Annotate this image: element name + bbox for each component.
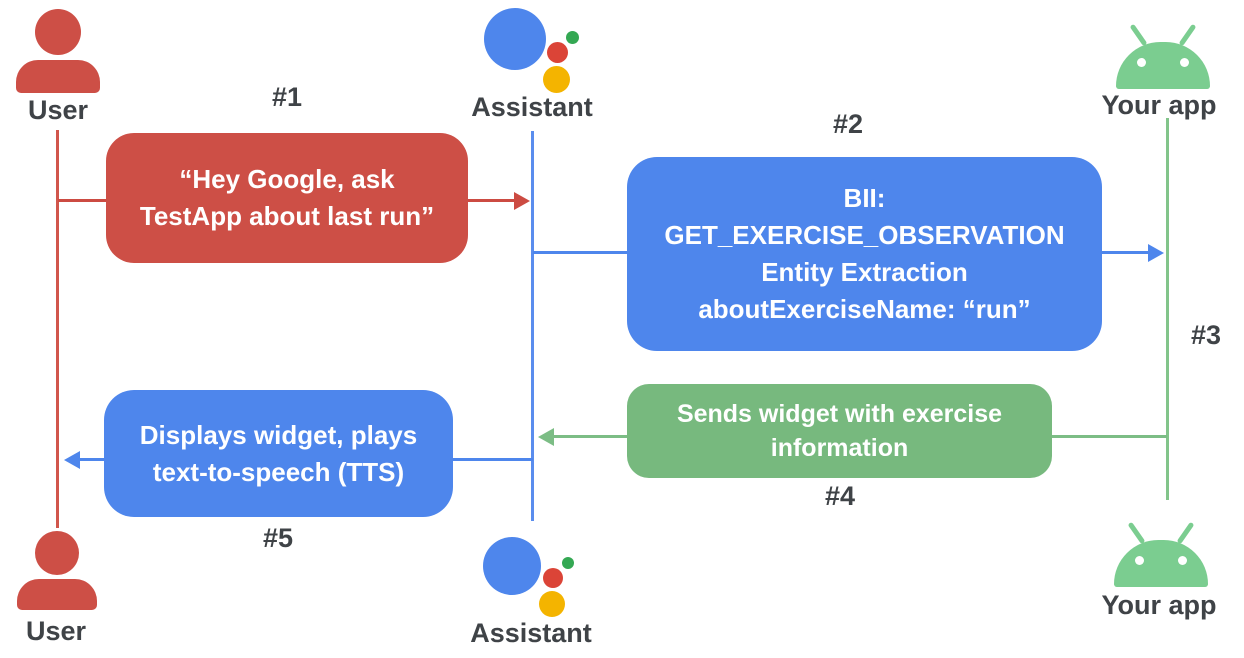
message-5-text: Displays widget, plays (139, 419, 418, 450)
assistant-red-dot-icon (547, 42, 568, 63)
step-label-4: #4 (824, 481, 856, 511)
message-2-bubble: BII: GET_EXERCISE_OBSERVATION Entity Ext… (627, 157, 1102, 351)
message-1-text: “Hey Google, ask (179, 164, 395, 194)
message-4-text: information (770, 434, 909, 462)
user-icon-body (16, 60, 100, 93)
actor-label-app-top: Your app (1101, 90, 1217, 120)
assistant-yellow-dot-icon (539, 591, 565, 617)
actor-label-user-top: User (27, 95, 89, 125)
actor-label-assistant-top: Assistant (471, 92, 593, 122)
arrow-left-icon (64, 451, 80, 469)
android-eye-icon (1178, 556, 1187, 565)
message-1-text: TestApp about last run” (139, 201, 435, 231)
step-label-3: #3 (1190, 320, 1222, 350)
android-antenna-icon (1129, 23, 1148, 47)
android-antenna-icon (1176, 521, 1195, 545)
step-label-2: #2 (832, 109, 864, 139)
message-2-text: Entity Extraction (761, 257, 968, 287)
assistant-green-dot-icon (562, 557, 574, 569)
user-icon-head (35, 531, 79, 575)
actor-label-user-bottom: User (25, 616, 87, 646)
user-icon (17, 531, 97, 610)
user-icon-head (35, 9, 81, 55)
assistant-yellow-dot-icon (543, 66, 570, 93)
android-head-icon (1114, 540, 1208, 587)
message-2-text: GET_EXERCISE_OBSERVATION (664, 220, 1065, 250)
arrow-right-icon (1148, 244, 1164, 262)
user-icon (16, 9, 100, 93)
step-label-1: #1 (271, 82, 303, 112)
android-head-icon (1116, 42, 1210, 89)
actor-label-assistant-bottom: Assistant (470, 618, 592, 648)
message-5-bubble: Displays widget, plays text-to-speech (T… (104, 390, 453, 517)
android-eye-icon (1180, 58, 1189, 67)
assistant-blue-dot-icon (484, 8, 546, 70)
arrow-right-icon (514, 192, 530, 210)
message-2-text: BII: (843, 183, 886, 213)
message-4-text: Sends widget with exercise (676, 400, 1003, 428)
user-icon-body (17, 579, 97, 610)
android-antenna-icon (1178, 23, 1197, 47)
android-icon (1116, 17, 1210, 89)
assistant-blue-dot-icon (483, 537, 541, 595)
assistant-red-dot-icon (543, 568, 563, 588)
assistant-lifeline (531, 131, 534, 521)
android-eye-icon (1137, 58, 1146, 67)
actor-label-app-bottom: Your app (1101, 590, 1217, 620)
assistant-icon (483, 537, 578, 622)
app-lifeline (1166, 118, 1169, 500)
assistant-green-dot-icon (566, 31, 579, 44)
android-eye-icon (1135, 556, 1144, 565)
android-icon (1114, 515, 1208, 587)
android-antenna-icon (1127, 521, 1146, 545)
user-lifeline (56, 130, 59, 528)
arrow-left-icon (538, 428, 554, 446)
message-1-bubble: “Hey Google, ask TestApp about last run” (106, 133, 468, 263)
assistant-icon (484, 8, 579, 93)
message-4-bubble: Sends widget with exercise information (627, 384, 1052, 478)
message-2-text: aboutExerciseName: “run” (698, 294, 1031, 324)
step-label-5: #5 (262, 523, 294, 553)
message-5-text: text-to-speech (TTS) (152, 456, 405, 487)
